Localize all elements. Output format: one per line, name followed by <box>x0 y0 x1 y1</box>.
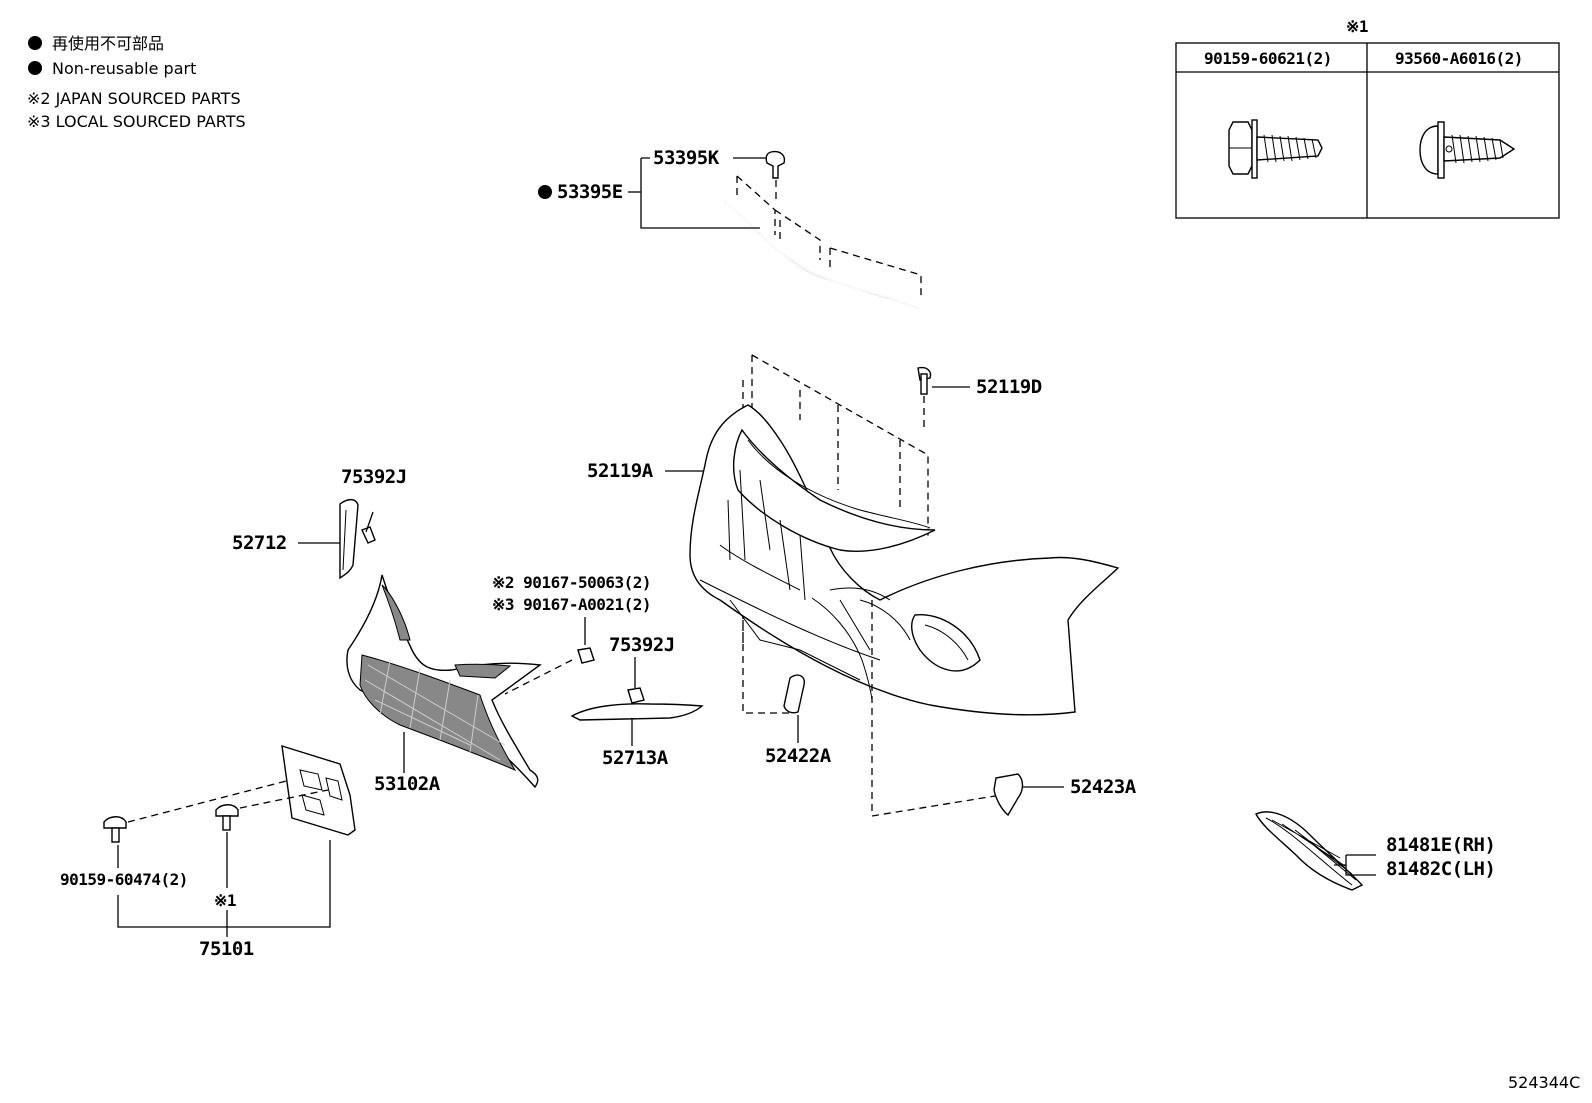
part-90159-60474[interactable]: 90159-60474(2) <box>60 870 188 889</box>
screw-52119D: 52119D <box>917 366 1042 430</box>
non-reusable-bullet-icon <box>28 36 42 50</box>
table-note: ※1 <box>1346 17 1368 36</box>
part-90167-local[interactable]: ※3 90167-A0021(2) <box>492 595 652 614</box>
license-bracket: 90159-60474(2) ※1 75101 <box>60 745 356 960</box>
part-52422A[interactable]: 52422A <box>765 745 832 767</box>
grille-53102A: 53102A <box>346 574 542 795</box>
hex-bolt-icon <box>1228 119 1323 179</box>
part-75392J-left[interactable]: 75392J <box>341 466 407 488</box>
legend-non-reusable: Non-reusable part <box>52 59 196 78</box>
upper-molding-assembly: 53395K 53395E <box>538 147 922 309</box>
bolt-icon <box>103 816 127 843</box>
table-header-screw: 93560-A6016(2) <box>1395 49 1523 68</box>
part-53395E[interactable]: 53395E <box>557 181 623 203</box>
table-header-bolt: 90159-60621(2) <box>1204 49 1332 68</box>
bumper-cover: 52119A <box>587 354 1120 716</box>
part-52423A[interactable]: 52423A <box>1070 776 1137 798</box>
part-81481E[interactable]: 81481E(RH) <box>1386 834 1496 856</box>
clip-icon <box>361 526 376 544</box>
legend-japan-sourced: ※2 JAPAN SOURCED PARTS <box>27 89 241 108</box>
part-52713A[interactable]: 52713A <box>602 747 669 769</box>
fastener-table: ※1 90159-60621(2) 93560-A6016(2) <box>1175 17 1560 219</box>
clip-icon <box>765 150 786 179</box>
part-52119A[interactable]: 52119A <box>587 460 654 482</box>
bracket-52423A: 52423A <box>871 600 1137 817</box>
fog-cover: 81481E(RH) 81482C(LH) <box>1255 811 1496 891</box>
non-reusable-bullet-icon <box>28 61 42 75</box>
bracket-52713A: 75392J 52713A <box>570 634 704 769</box>
tapping-screw-icon <box>1419 121 1516 179</box>
legend: 再使用不可部品 Non-reusable part ※2 JAPAN SOURC… <box>27 34 246 131</box>
part-52712[interactable]: 52712 <box>232 532 287 554</box>
part-53102A[interactable]: 53102A <box>374 773 441 795</box>
part-75392J-mid[interactable]: 75392J <box>609 634 675 656</box>
nut-icon <box>577 647 595 664</box>
part-90167-japan[interactable]: ※2 90167-50063(2) <box>492 573 652 592</box>
diagram-id: 524344C <box>1508 1073 1580 1092</box>
non-reusable-bullet-icon <box>538 185 552 199</box>
legend-japanese: 再使用不可部品 <box>52 34 164 53</box>
legend-local-sourced: ※3 LOCAL SOURCED PARTS <box>27 112 246 131</box>
part-75101[interactable]: 75101 <box>199 938 254 960</box>
part-81482C[interactable]: 81482C(LH) <box>1386 858 1496 880</box>
part-52119D[interactable]: 52119D <box>976 376 1042 398</box>
part-53395K[interactable]: 53395K <box>653 147 720 169</box>
bracket-52422A: 52422A <box>765 674 832 767</box>
bolt-icon <box>215 804 239 831</box>
clip-icon <box>627 687 645 704</box>
bracket-52712: 75392J 52712 <box>232 466 407 580</box>
clip-90167: ※2 90167-50063(2) ※3 90167-A0021(2) <box>492 573 652 695</box>
part-note-1: ※1 <box>214 891 236 910</box>
